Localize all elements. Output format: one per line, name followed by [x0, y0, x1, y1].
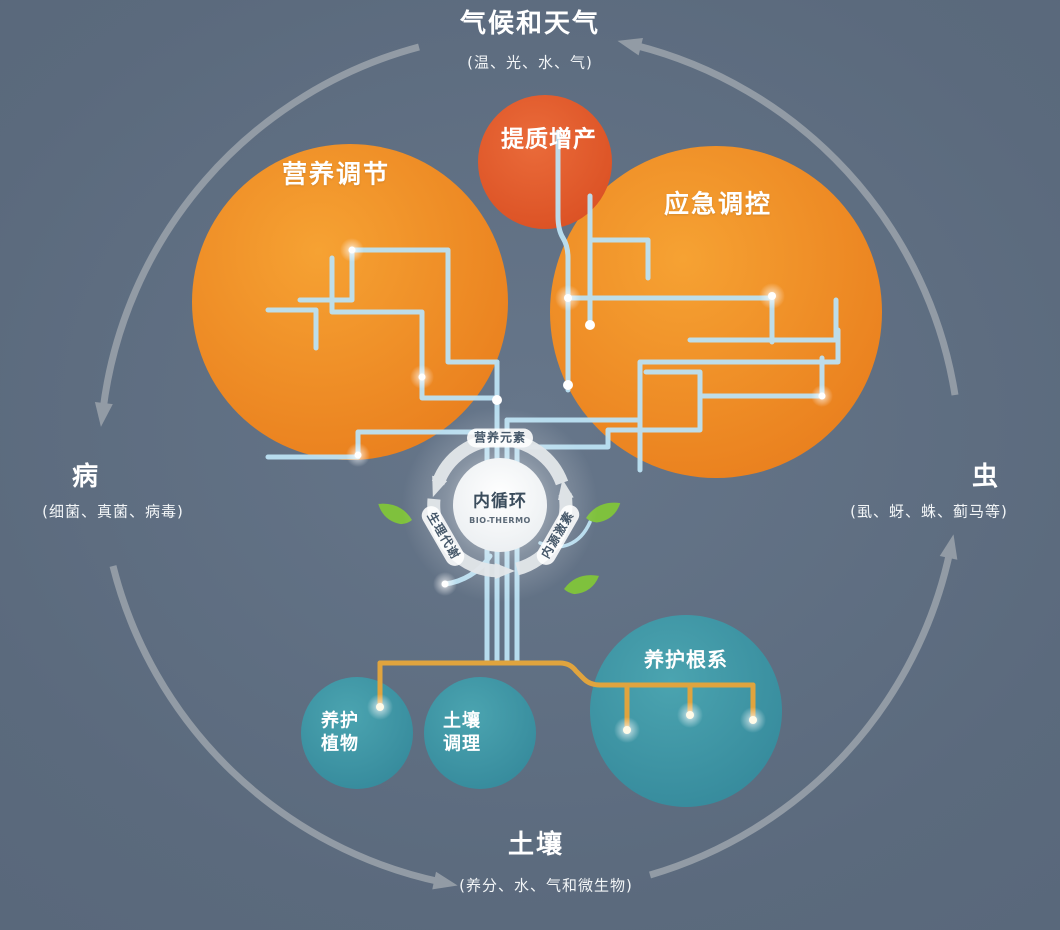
soil-subtitle: (养分、水、气和微生物): [459, 876, 633, 895]
cycle-arc-bottom-left: [109, 565, 458, 890]
glow-node: [759, 283, 785, 309]
plant-care-bubble-label: 养护 植物: [321, 710, 359, 755]
hub-title: 内循环: [473, 491, 527, 512]
white-dot-node: [492, 395, 502, 405]
root-care-bubble-label: 养护根系: [644, 647, 728, 672]
ring-label-nutrient-elements: 营养元素: [466, 428, 534, 448]
insect-title: 虫: [971, 461, 1001, 492]
outer-cycle-arrows: [94, 37, 959, 890]
cycle-arc-top-left: [94, 43, 420, 427]
nutrition-bubble-label: 营养调节: [281, 159, 391, 189]
hub-subtitle: BIO-THERMO: [469, 516, 531, 525]
branch-left: [297, 247, 355, 303]
branch-top: [587, 237, 651, 281]
insect-subtitle: (虱、蚜、蛛、蓟马等): [850, 502, 1008, 521]
white-dot-node: [563, 380, 573, 390]
glow-node: [555, 285, 581, 311]
emergency-bubble-label: 应急调控: [663, 189, 773, 219]
glow-node: [346, 443, 370, 467]
soil-title: 土壤: [507, 829, 565, 860]
climate-title: 气候和天气: [459, 8, 601, 39]
branch-left: [265, 307, 319, 351]
disease-subtitle: (细菌、真菌、病毒): [42, 502, 184, 521]
glow-node-root: [367, 694, 393, 720]
branch-left: [329, 255, 500, 401]
cycle-arc-top-right: [617, 37, 959, 396]
glow-node-root: [677, 702, 703, 728]
disease-title: 病: [71, 461, 101, 492]
branch-right: [687, 297, 839, 343]
cycle-arc-bottom-right: [649, 534, 958, 879]
glow-node: [410, 365, 434, 389]
glow-node-root: [740, 707, 766, 733]
hub-circle: [453, 458, 547, 552]
branch-right: [504, 327, 841, 423]
soil-conditioning-bubble-label: 土壤 调理: [443, 710, 481, 755]
branch-left: [349, 247, 500, 365]
branch-right: [514, 369, 703, 450]
glow-node: [811, 385, 833, 407]
glow-node-root: [614, 717, 640, 743]
leaf-icon: [564, 575, 599, 595]
branch-top: [555, 129, 571, 393]
quality-circle: [478, 95, 612, 229]
root-main: [377, 660, 756, 688]
climate-subtitle: (温、光、水、气): [467, 53, 593, 72]
soil-conditioning-circle: [424, 677, 536, 789]
white-dot-node: [585, 320, 595, 330]
glow-node: [340, 238, 364, 262]
quality-bubble-label: 提质增产: [501, 126, 597, 153]
